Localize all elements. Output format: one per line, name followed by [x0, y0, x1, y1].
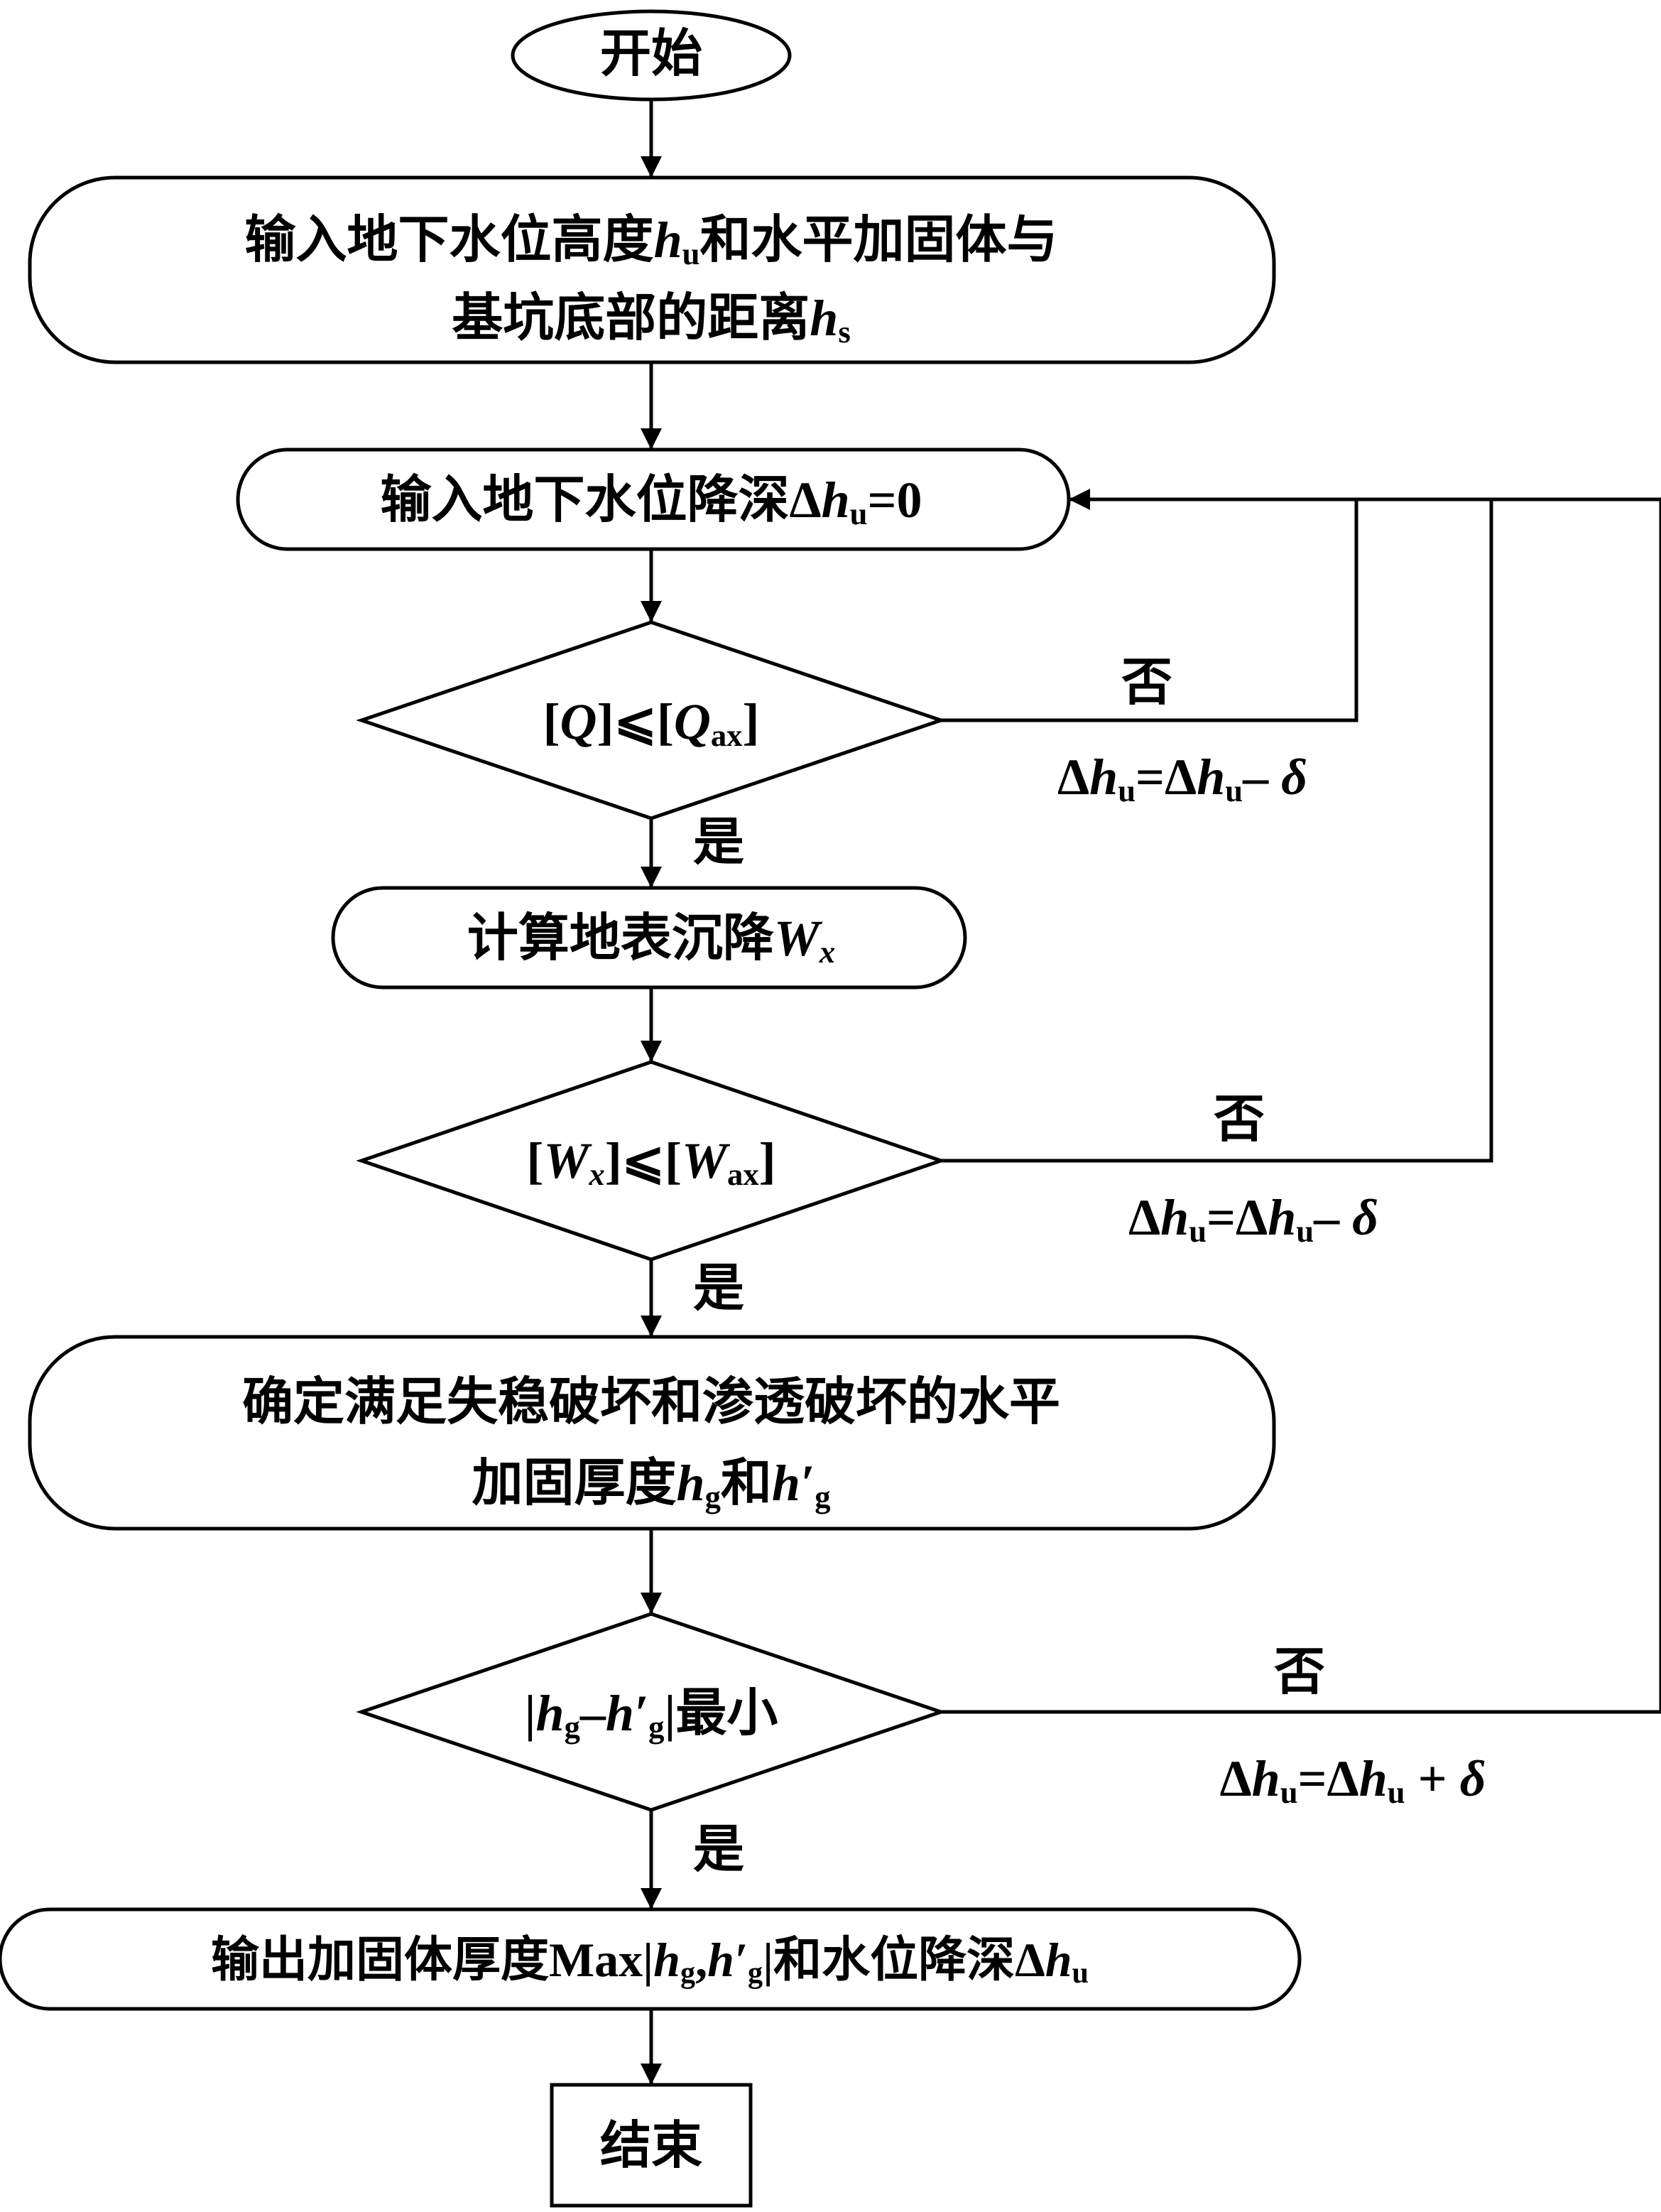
settlement-box: [331, 886, 967, 990]
loop-line-decision-min: [941, 499, 1661, 1714]
end-label: 结束: [600, 2118, 702, 2174]
no-label-2: 否: [1214, 1091, 1265, 1148]
decision-settlement-label: [Wx]⩽[Wax]: [526, 1132, 775, 1192]
loop-line-decision-settlement: [941, 499, 1493, 1163]
yes-label-2: 是: [693, 1260, 744, 1317]
update-label-1: Δhu=Δhu– δ: [1057, 749, 1307, 808]
settlement-label: 计算地表沉降Wx: [467, 910, 835, 970]
loop-line-decision-flow: [941, 499, 1358, 722]
thickness-line2: 加固厚度hg和h′g: [472, 1455, 831, 1514]
input-drawdown-label: 输入地下水位降深Δhu=0: [380, 472, 922, 531]
yes-label-1: 是: [693, 814, 744, 871]
decision-min-label: |hg–h′g|最小: [525, 1685, 778, 1745]
no-label-3: 否: [1274, 1644, 1325, 1701]
update-label-2: Δhu=Δhu– δ: [1128, 1189, 1378, 1249]
output-label: 输出加固体厚度Max|hg,h′g|和水位降深Δhu: [211, 1933, 1089, 1990]
update-label-3: Δhu=Δhu + δ: [1220, 1750, 1486, 1810]
no-label-1: 否: [1121, 654, 1172, 711]
yes-label-3: 是: [693, 1821, 744, 1878]
input-heights-line2: 基坑底部的距离hs: [452, 290, 850, 349]
decision-flow-label: [Q]⩽[Qax]: [543, 693, 760, 753]
input-heights-line1: 输入地下水位高度hu和水平加固体与: [245, 212, 1058, 271]
start-label: 开始: [600, 26, 702, 82]
thickness-line1: 确定满足失稳破坏和渗透破坏的水平: [242, 1374, 1060, 1431]
